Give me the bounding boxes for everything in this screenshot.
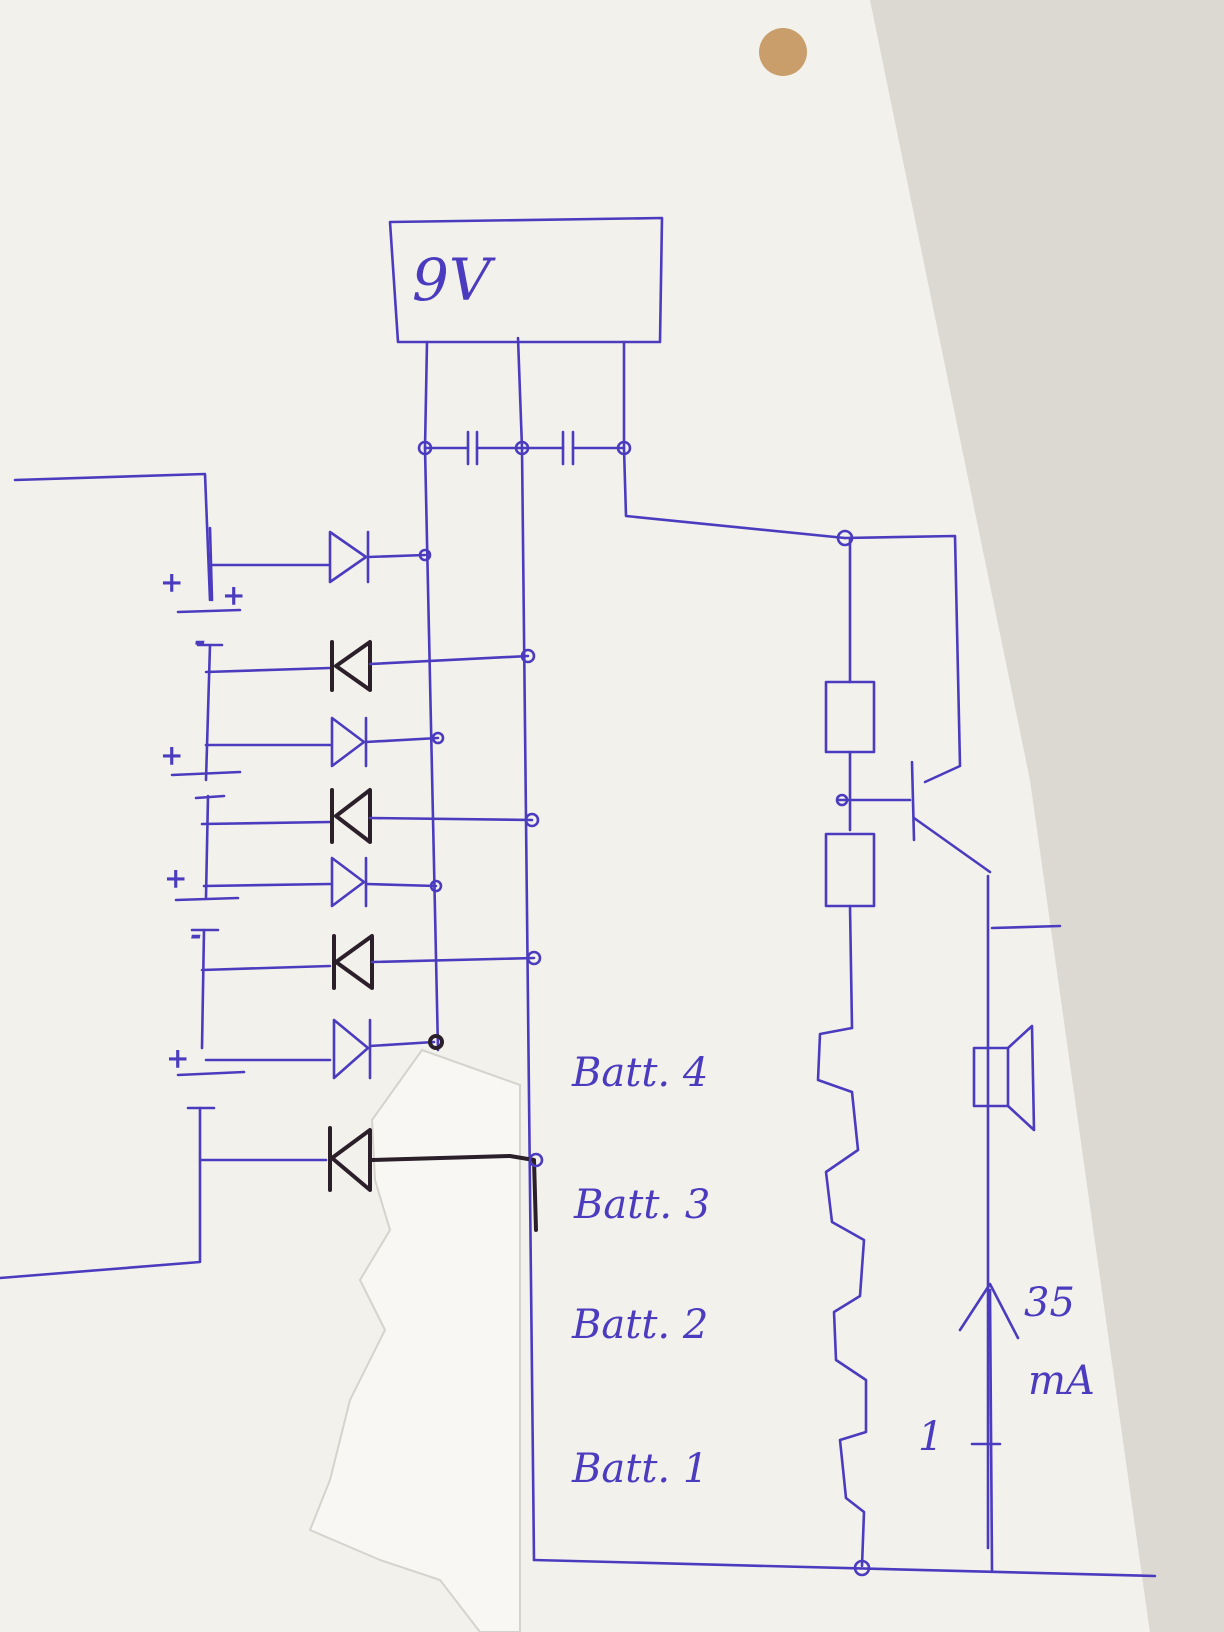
- sticker-dot: [759, 28, 807, 76]
- diode-ladder: [198, 530, 544, 1232]
- plus-sign: +: [160, 566, 183, 599]
- current-value: 35: [1024, 1280, 1075, 1326]
- minus-sign: -: [190, 918, 202, 951]
- speaker-box: [972, 1046, 1010, 1108]
- background-sheet: [870, 0, 1224, 1632]
- front-sheet: [0, 0, 1150, 1632]
- batt-label-3: Batt. 3: [573, 1182, 710, 1228]
- torn-paper-flap: [308, 1048, 521, 1632]
- source-label: 9V: [412, 246, 496, 314]
- source-box: 9V: [388, 216, 664, 344]
- junction-dots: [417, 440, 854, 547]
- driver-circuit: 1 35 mA: [816, 534, 1095, 1577]
- plus-sign: +: [222, 579, 245, 612]
- plus-sign: +: [160, 739, 183, 772]
- plus-sign: +: [166, 1042, 189, 1075]
- current-unit: mA: [1028, 1358, 1095, 1404]
- plus-sign: +: [164, 862, 187, 895]
- minus-sign: -: [194, 624, 206, 657]
- battery-stack: + + + + + - -: [0, 472, 245, 1280]
- batt-label-1: Batt. 1: [571, 1446, 708, 1492]
- batt-label-2: Batt. 2: [571, 1302, 708, 1348]
- batt-label-4: Batt. 4: [571, 1050, 708, 1096]
- ground-bus: [532, 1558, 1157, 1578]
- meter-marker: 1: [918, 1414, 943, 1460]
- battery-labels: Batt. 4 Batt. 3 Batt. 2 Batt. 1: [571, 1050, 710, 1492]
